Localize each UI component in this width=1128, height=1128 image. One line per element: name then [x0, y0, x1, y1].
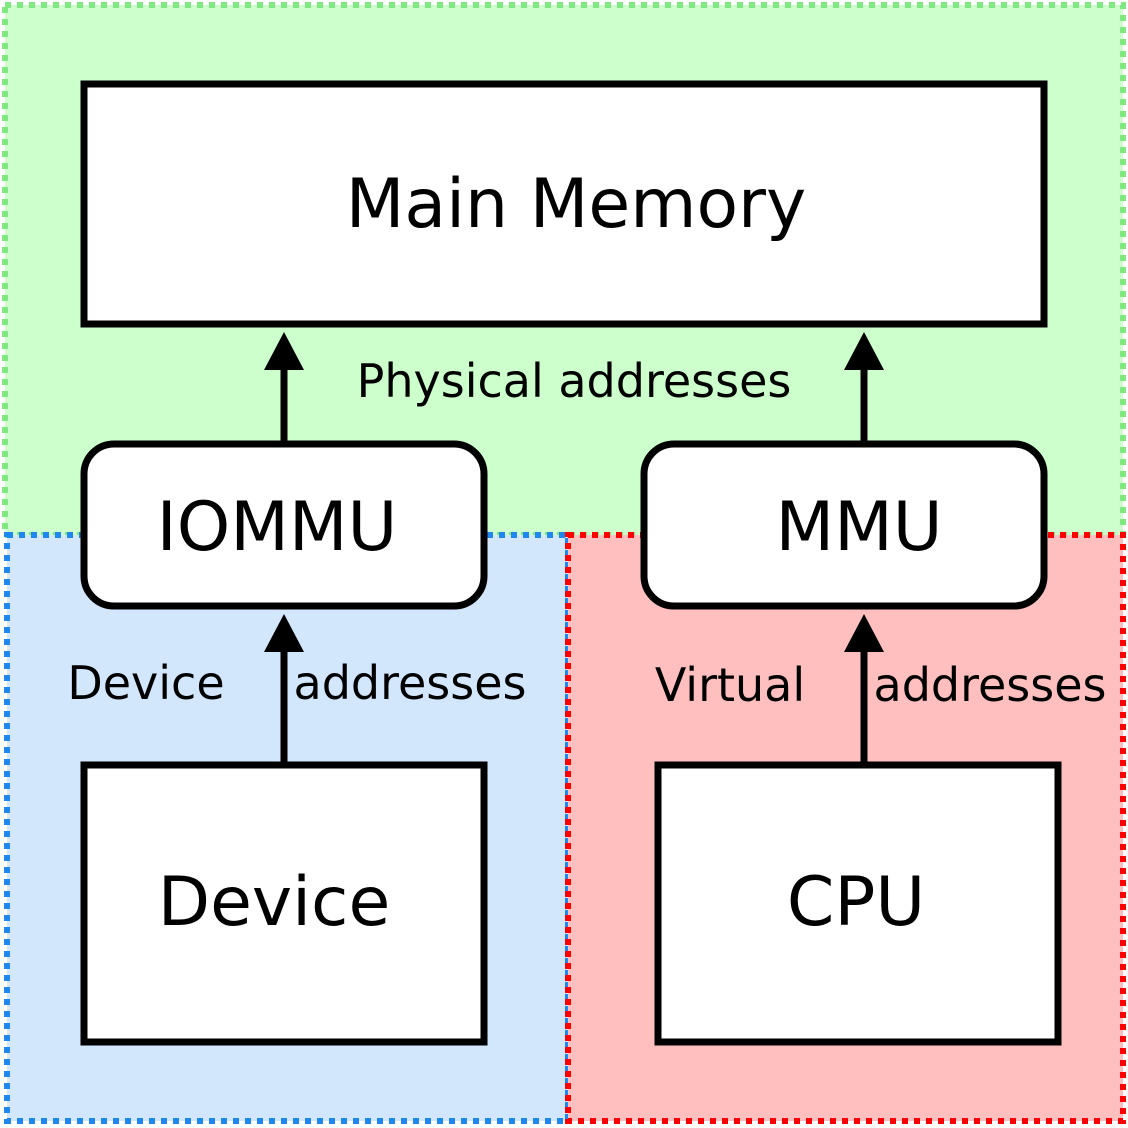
device-label: Device — [158, 863, 391, 942]
device-addresses-label-left: Device — [67, 656, 224, 710]
virtual-addresses-label-right: addresses — [874, 658, 1107, 712]
main-memory-label: Main Memory — [346, 165, 807, 244]
device-box — [80, 761, 488, 1046]
mmu-box — [640, 440, 1048, 610]
virtual-addresses-label-left: Virtual — [655, 658, 805, 712]
arrowhead-cpu-to-mmu — [844, 614, 884, 652]
cpu-box — [654, 761, 1062, 1046]
main-memory-box — [80, 80, 1048, 328]
iommu-box — [80, 440, 488, 610]
physical-addresses-label: Physical addresses — [357, 354, 792, 408]
arrowhead-device-to-iommu — [264, 614, 304, 652]
cpu-label: CPU — [787, 863, 925, 942]
mmu-label: MMU — [775, 488, 942, 567]
arrows — [264, 332, 884, 764]
device-addresses-label-right: addresses — [294, 656, 527, 710]
arrowhead-mmu-to-memory — [844, 332, 884, 370]
iommu-label: IOMMU — [157, 488, 398, 567]
arrowhead-iommu-to-memory — [264, 332, 304, 370]
